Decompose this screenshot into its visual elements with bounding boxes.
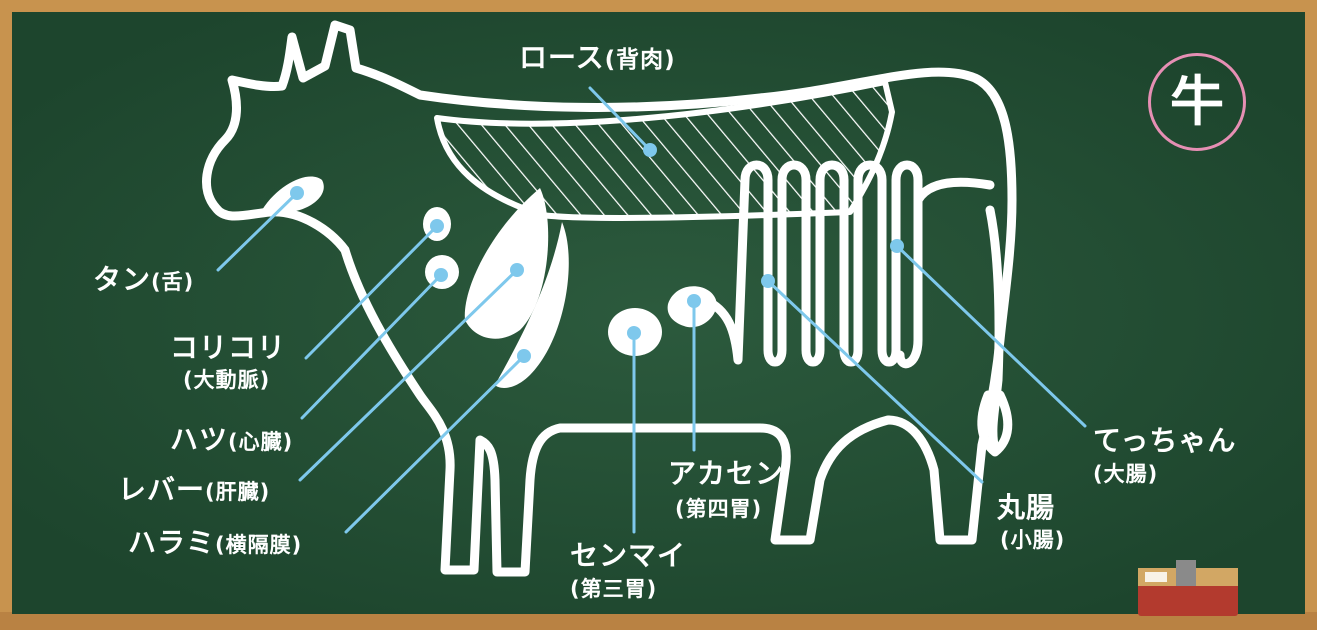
label-tan-sub: (舌) bbox=[151, 270, 195, 294]
small-intestine-coil bbox=[700, 160, 923, 369]
label-korikori-sub: (大動脈) bbox=[183, 368, 271, 392]
label-akasen-sub: (第四胃) bbox=[675, 497, 763, 521]
leader-rose bbox=[588, 86, 652, 152]
diaphragm-shape bbox=[495, 222, 569, 388]
label-senmai-main: センマイ bbox=[570, 539, 687, 572]
board-surface bbox=[12, 12, 1305, 614]
large-intestine bbox=[913, 177, 995, 205]
label-marucho-sub: (小腸) bbox=[1000, 528, 1066, 552]
leader-marucho bbox=[766, 279, 984, 484]
label-tetchan-sub: (大腸) bbox=[1093, 462, 1159, 486]
leader-lines bbox=[216, 86, 1087, 534]
leader-dots bbox=[290, 143, 904, 363]
label-harami-sub: (横隔膜) bbox=[215, 533, 303, 557]
eraser bbox=[1138, 560, 1238, 616]
label-rose: ロース(背肉) bbox=[519, 42, 676, 74]
leader-hatsu bbox=[300, 273, 443, 420]
label-tetchan-main: てっちゃん bbox=[1093, 424, 1237, 457]
label-akasen-main: アカセン bbox=[668, 457, 785, 490]
label-hatsu-sub: (心臓) bbox=[228, 430, 294, 454]
label-reba: レバー(肝臓) bbox=[118, 474, 270, 506]
cow-outline bbox=[202, 20, 1017, 577]
label-hatsu: ハツ(心臓) bbox=[170, 424, 293, 456]
label-tan-main: タン bbox=[93, 263, 152, 296]
leader-korikori bbox=[304, 224, 439, 360]
label-harami-main: ハラミ bbox=[128, 526, 216, 559]
label-marucho-main: 丸腸 bbox=[997, 491, 1056, 524]
beef-badge: 牛 bbox=[1148, 53, 1246, 151]
label-korikori-main: コリコリ bbox=[170, 331, 287, 364]
label-senmai-sub: (第三胃) bbox=[570, 577, 658, 601]
leader-reba bbox=[298, 268, 519, 482]
leader-tan bbox=[216, 191, 299, 272]
label-hatsu-main: ハツ bbox=[170, 423, 229, 456]
label-harami: ハラミ(横隔膜) bbox=[128, 527, 302, 559]
badge-text: 牛 bbox=[1170, 70, 1224, 133]
label-reba-main: レバー bbox=[118, 473, 206, 506]
leader-harami bbox=[344, 354, 526, 534]
leader-tetchan bbox=[895, 244, 1087, 428]
label-rose-main: ロース bbox=[519, 41, 605, 74]
label-tan: タン(舌) bbox=[93, 264, 194, 296]
label-rose-sub: (背肉) bbox=[604, 47, 676, 73]
label-reba-sub: (肝臓) bbox=[205, 480, 271, 504]
